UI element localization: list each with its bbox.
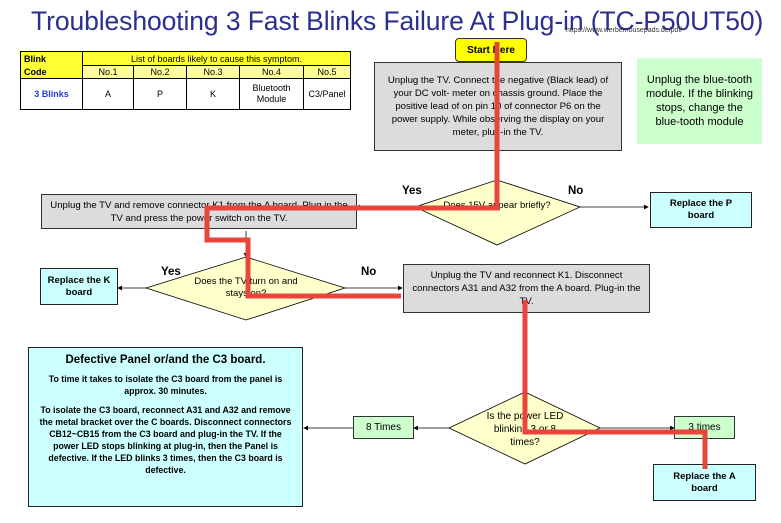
blink-code-value: 3 Blinks: [20, 78, 83, 110]
three-times-box: 3 times: [674, 416, 735, 439]
decision-1-yes-label: Yes: [402, 185, 422, 197]
start-here-badge: Start Here: [455, 38, 527, 62]
table-cell: P: [133, 78, 187, 110]
table-cell: A: [82, 78, 134, 110]
step-2-box: Unplug the TV and remove connector K1 fr…: [41, 194, 357, 229]
replace-k-board-box: Replace the K board: [40, 268, 118, 305]
replace-p-board-box: Replace the P board: [650, 192, 752, 228]
decision-diamond-15v: [413, 179, 582, 246]
decision-2-text: Does the TV turn on and stays on?: [194, 276, 298, 299]
replace-a-board-box: Replace the A board: [653, 464, 756, 501]
panel-box-title: Defective Panel or/and the C3 board.: [65, 354, 266, 366]
decision-1-no-label: No: [568, 185, 584, 197]
panel-box-paragraph-1: To time it takes to isolate the C3 board…: [48, 374, 283, 396]
decision-2-yes-label: Yes: [161, 266, 181, 278]
code-header: Code: [20, 65, 83, 79]
panel-box-paragraph-2: To isolate the C3 board, reconnect A31 a…: [39, 405, 292, 475]
decision-3-text: Is the power LED blinking 3 or 8 times?: [486, 411, 564, 448]
blink-header: Blink: [20, 51, 83, 66]
bluetooth-note: Unplug the blue-tooth module. If the bli…: [637, 58, 762, 144]
eight-times-box: 8 Times: [353, 416, 414, 439]
watermark-url: https://www.werbemousepads.de/pdf/: [566, 27, 683, 34]
step-1-box: Unplug the TV. Connect the negative (Bla…: [374, 62, 622, 151]
page-title: Troubleshooting 3 Fast Blinks Failure At…: [31, 6, 764, 36]
step-3-box: Unplug the TV and reconnect K1. Disconne…: [403, 264, 650, 313]
decision-1-text: Does 15V appear briefly?: [443, 200, 551, 211]
decision-2-no-label: No: [361, 266, 377, 278]
column-header: No.2: [133, 65, 187, 79]
defective-panel-c3-box: Defective Panel or/and the C3 board. To …: [28, 347, 303, 507]
